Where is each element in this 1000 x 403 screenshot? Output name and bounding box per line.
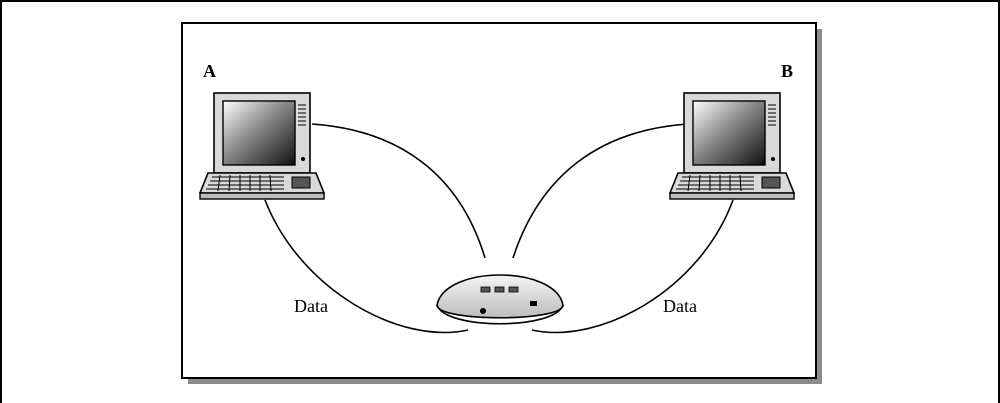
laptop-a-icon [198,92,326,200]
panel-border [181,22,817,379]
diagram-panel [181,22,822,384]
node-b-label: B [781,61,793,81]
node-a-label: A [203,61,216,81]
connection-b-base-to-hub [531,199,734,334]
link-right-data-label: Data [663,296,697,316]
hub-icon [436,274,564,325]
connection-a-base-to-hub [264,199,469,334]
connection-a-screen-to-hub [311,123,486,259]
link-left-data-label: Data [294,296,328,316]
laptop-b-icon [668,92,796,200]
connection-b-screen-to-hub [512,123,689,259]
connections [264,123,734,334]
